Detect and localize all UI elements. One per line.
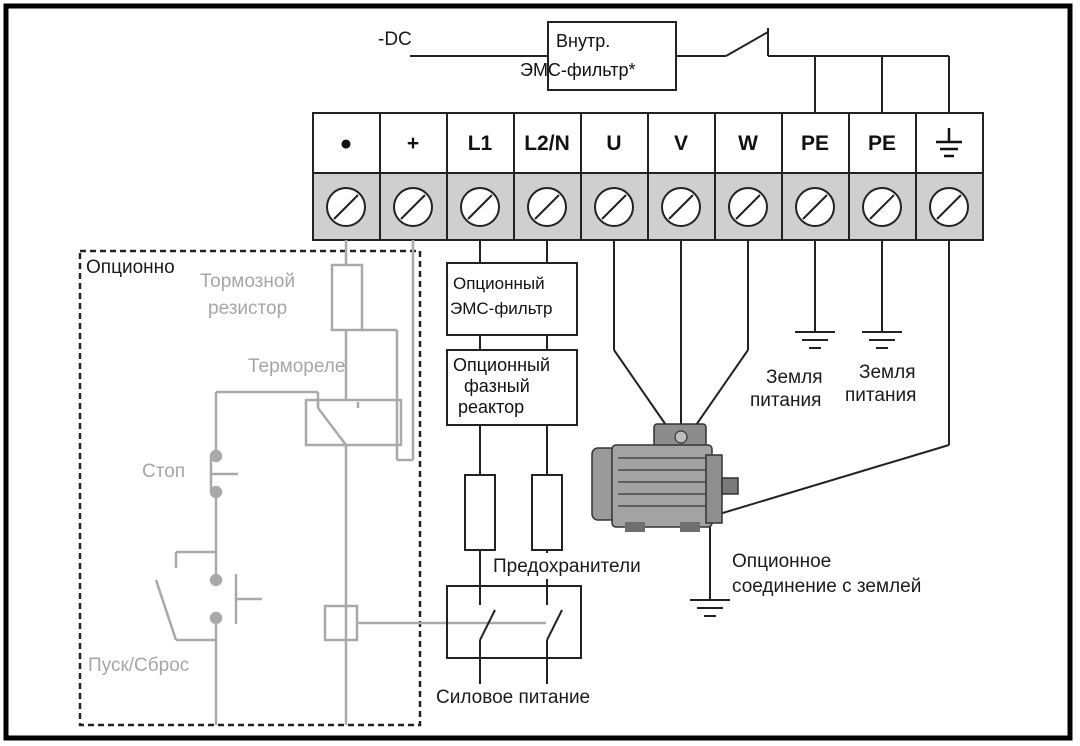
internal-emc-line1: Внутр. xyxy=(556,31,610,51)
motor-icon xyxy=(591,423,739,532)
dc-label: -DC xyxy=(378,29,412,50)
opt-ground-line2: соединение с землей xyxy=(732,576,921,597)
power-label-bg xyxy=(436,684,626,710)
opt-emc-filter-line1: Опционный xyxy=(453,274,545,293)
internal-emc-box xyxy=(547,21,677,91)
opt-reactor-line2: фазный xyxy=(464,376,530,396)
opt-reactor-box xyxy=(446,349,578,426)
terminal-label-8: PE xyxy=(801,132,829,155)
terminal-label-2: + xyxy=(407,132,419,155)
ground1-line2: питания xyxy=(750,390,821,411)
supply-ground-2-icon xyxy=(862,240,902,349)
fuses-label: Предохранители xyxy=(493,556,641,577)
supply-wiring xyxy=(446,240,582,700)
internal-emc-wiring xyxy=(410,28,950,113)
power-supply-label: Силовое питание xyxy=(436,687,590,708)
terminal-label-1: ● xyxy=(340,132,353,155)
thermal-relay-label: Термореле xyxy=(248,356,345,377)
start-reset-label: Пуск/Сброс xyxy=(88,655,189,676)
optional-ground-icon xyxy=(690,599,730,617)
terminal-label-5: U xyxy=(606,132,621,155)
terminal-label-3: L1 xyxy=(468,132,493,155)
gray-circuit xyxy=(154,240,546,725)
outer-frame xyxy=(3,3,1073,741)
opt-reactor-line1: Опционный xyxy=(453,355,550,375)
terminal-label-9: PE xyxy=(868,132,896,155)
optional-label: Опционно xyxy=(86,257,175,278)
ground2-line1: Земля xyxy=(859,362,915,383)
terminal-label-7: W xyxy=(738,132,758,155)
ground-terminal-icon xyxy=(936,128,962,158)
opt-emc-filter-line2: ЭМС-фильтр xyxy=(450,299,553,318)
terminal-label-6: V xyxy=(674,132,688,155)
brake-resistor-line1: Тормозной xyxy=(200,271,295,292)
terminal-label-4: L2/N xyxy=(524,132,570,155)
optional-label-bg xyxy=(84,256,194,278)
brake-resistor-line2: резистор xyxy=(208,298,287,319)
supply-ground-1-icon xyxy=(795,240,835,349)
fuses-label-bg xyxy=(490,553,670,579)
opt-reactor-line3: реактор xyxy=(458,397,524,417)
stop-label: Стоп xyxy=(142,461,185,482)
motor-wiring xyxy=(613,240,950,600)
terminal-block: ● + L1 L2/N U V W PE PE xyxy=(312,112,984,241)
optional-dashed-box xyxy=(78,249,422,727)
internal-emc-line2: ЭМС-фильтр* xyxy=(520,60,636,80)
ground2-line2: питания xyxy=(845,385,916,406)
ground1-line1: Земля xyxy=(766,367,822,388)
terminal-screws xyxy=(326,187,969,227)
opt-emc-filter-box xyxy=(446,262,578,336)
opt-ground-line1: Опционное xyxy=(732,551,831,572)
